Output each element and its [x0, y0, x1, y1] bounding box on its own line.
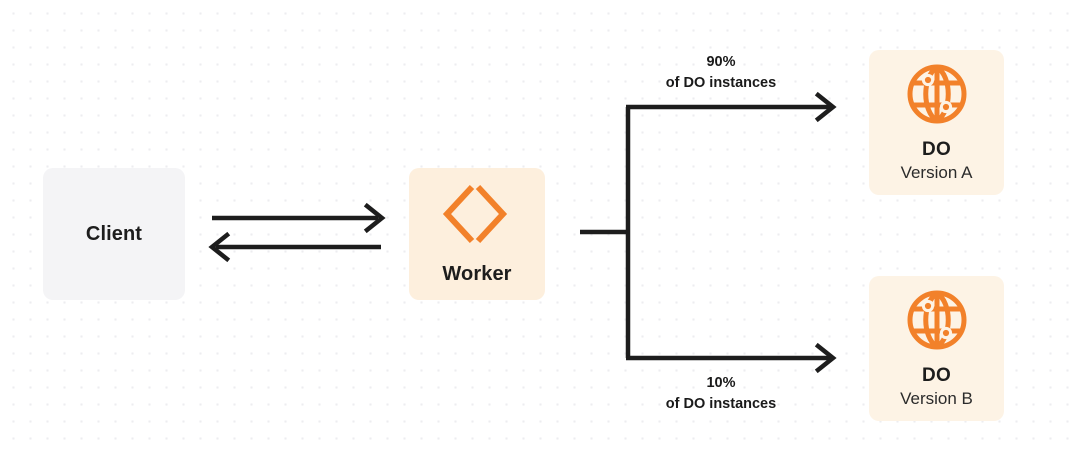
do-b-label: DO	[921, 364, 952, 386]
edge-branch-trunk	[580, 107, 631, 358]
do-a-label: DO	[921, 138, 952, 160]
edge-label-do-b: 10% of DO instances	[630, 373, 812, 415]
node-client[interactable]: Client	[43, 168, 185, 300]
globe-icon	[906, 289, 968, 351]
node-worker[interactable]: Worker	[409, 168, 545, 300]
edge-worker-to-do-b	[626, 342, 837, 374]
globe-icon	[906, 63, 968, 125]
edge-label-do-a-caption: of DO instances	[665, 75, 777, 92]
edge-label-do-b-percent: 10%	[706, 375, 736, 391]
cloudflare-workers-logo-icon	[441, 183, 513, 245]
edge-client-to-worker	[212, 202, 386, 234]
edge-label-do-a: 90% of DO instances	[630, 52, 812, 94]
edge-label-do-a-percent: 90%	[706, 54, 736, 70]
do-a-sublabel: Version A	[900, 162, 973, 182]
edge-label-do-b-caption: of DO instances	[665, 396, 777, 413]
edge-worker-to-client	[208, 231, 381, 263]
worker-label: Worker	[442, 262, 512, 285]
client-label: Client	[85, 222, 143, 245]
edge-worker-to-do-a	[626, 91, 837, 123]
node-do-version-a[interactable]: DO Version A	[869, 50, 1004, 195]
node-do-version-b[interactable]: DO Version B	[869, 276, 1004, 421]
do-b-sublabel: Version B	[900, 388, 973, 408]
